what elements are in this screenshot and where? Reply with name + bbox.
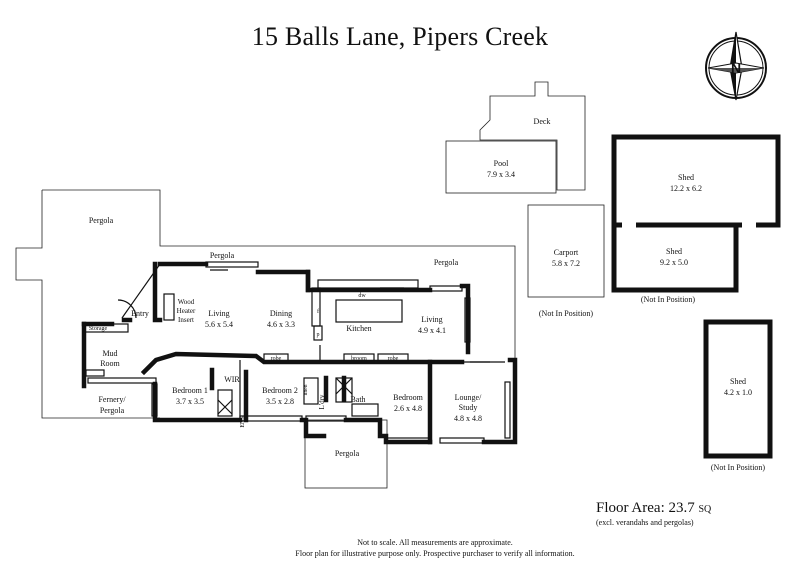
pool-outline <box>445 140 557 194</box>
wir-label: WIR <box>224 375 240 384</box>
compass-rose-icon: N <box>705 31 767 101</box>
shed-mid-outline <box>611 225 739 293</box>
pergola-label-left: Pergola <box>89 216 114 225</box>
bedroom-1-dims: 3.7 x 3.5 <box>176 397 204 406</box>
pool-name: Pool <box>494 159 509 168</box>
robe-label-1: robe <box>271 356 282 362</box>
living-2-dims: 4.9 x 4.1 <box>418 326 446 335</box>
deck-label: Deck <box>534 117 551 126</box>
bedroom-3-dims: 2.6 x 4.8 <box>394 404 422 413</box>
carport-outline <box>527 204 605 298</box>
living-1-name: Living <box>208 309 229 318</box>
kitchen-label: Kitchen <box>346 324 371 333</box>
pergola-label-rear: Pergola <box>335 449 360 458</box>
shed-small-outline <box>703 319 773 459</box>
dishwasher-label: dw <box>358 293 366 299</box>
shed-mid-name: Shed <box>666 247 682 256</box>
entry-label: Entry <box>131 309 149 318</box>
ensuite-label: ENS <box>240 416 246 427</box>
robe-label-2: robe <box>388 356 399 362</box>
fernery-label-2: Pergola <box>100 406 125 415</box>
mud-room-label-2: Room <box>100 359 120 368</box>
fernery-label: Fernery/ <box>98 395 126 404</box>
shed-large-outline <box>611 134 781 228</box>
living-1-dims: 5.6 x 5.4 <box>205 320 233 329</box>
bedroom-3-name: Bedroom <box>393 393 424 402</box>
carport-dims: 5.8 x 7.2 <box>552 259 580 268</box>
storage-label: Storage <box>89 326 108 332</box>
living-2-name: Living <box>421 315 442 324</box>
wood-heater-label-2: Heater <box>177 307 196 315</box>
shed-small-dims: 4.2 x 1.0 <box>724 388 752 397</box>
bedroom-2-dims: 3.5 x 2.8 <box>266 397 294 406</box>
floor-area: Floor Area: 23.7 SQ <box>596 500 711 517</box>
dining-dims: 4.6 x 3.3 <box>267 320 295 329</box>
pergola-outline <box>15 189 516 419</box>
lounge-name-2: Study <box>459 403 478 412</box>
linen-label: linen <box>303 384 309 395</box>
lounge-dims: 4.8 x 4.8 <box>454 414 482 423</box>
page-title: 15 Balls Lane, Pipers Creek <box>251 22 549 51</box>
pantry-label: p <box>317 332 320 338</box>
shed-large-name: Shed <box>678 173 694 182</box>
shed-small-not-in-position: (Not In Position) <box>711 463 766 472</box>
wood-heater-label-3: Insert <box>178 316 194 324</box>
disclaimer-line-2: Floor plan for illustrative purpose only… <box>295 549 575 558</box>
floor-area-unit: SQ <box>698 504 712 515</box>
pergola-label-center: Pergola <box>210 251 235 260</box>
fridge-label: f <box>317 308 319 315</box>
disclaimer-line-1: Not to scale. All measurements are appro… <box>357 538 513 547</box>
shed-mid-not-in-position: (Not In Position) <box>641 295 696 304</box>
floor-area-value: Floor Area: 23.7 <box>596 500 695 516</box>
broom-label: broom <box>351 356 367 362</box>
deck-outline <box>479 81 586 191</box>
compass-north-letter: N <box>731 60 741 76</box>
carport-not-in-position: (Not In Position) <box>539 309 594 318</box>
bath-label: Bath <box>350 395 365 404</box>
mud-room-label: Mud <box>102 349 117 358</box>
laundry-label: L'dry <box>318 394 326 409</box>
dining-name: Dining <box>270 309 292 318</box>
floor-area-note: (excl. verandahs and pergolas) <box>596 518 694 527</box>
shed-small-name: Shed <box>730 377 746 386</box>
shed-large-dims: 12.2 x 6.2 <box>670 184 702 193</box>
shed-mid-dims: 9.2 x 5.0 <box>660 258 688 267</box>
bedroom-1-name: Bedroom 1 <box>172 386 208 395</box>
bedroom-2-name: Bedroom 2 <box>262 386 298 395</box>
lounge-name: Lounge/ <box>455 393 482 402</box>
pool-dims: 7.9 x 3.4 <box>487 170 515 179</box>
wood-heater-label-1: Wood <box>178 298 195 306</box>
carport-name: Carport <box>554 248 579 257</box>
pergola-label-right: Pergola <box>434 258 459 267</box>
